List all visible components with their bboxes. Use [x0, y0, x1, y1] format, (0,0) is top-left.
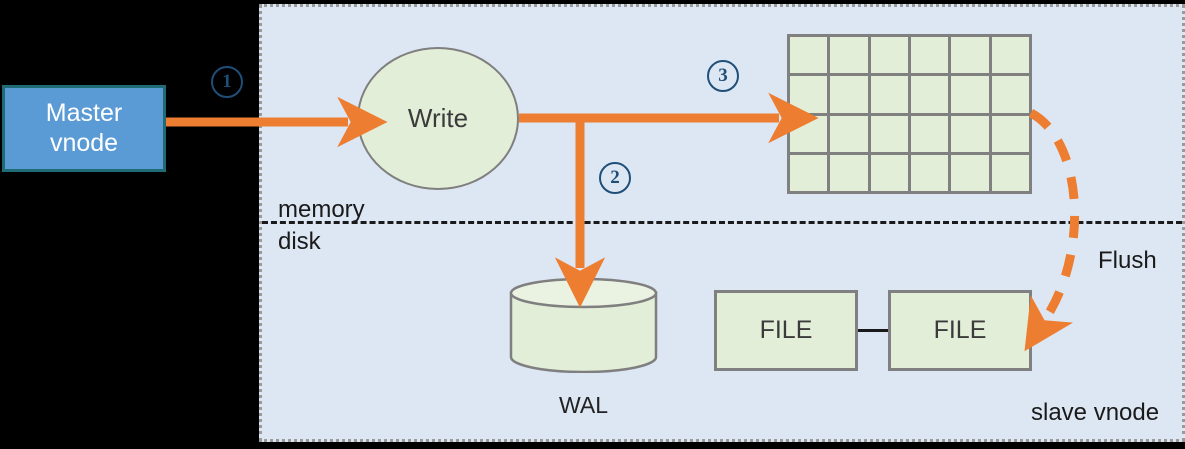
memtable-cell — [790, 115, 831, 155]
memtable-cell — [830, 37, 871, 77]
disk-label: disk — [278, 228, 321, 255]
step-number-1-label: 1 — [222, 71, 232, 92]
memtable-cell — [951, 37, 992, 77]
step-number-3-label: 3 — [718, 65, 728, 86]
memory-label: memory — [278, 196, 365, 223]
memtable-cell — [910, 154, 952, 194]
memtable-cell — [951, 115, 992, 155]
step-number-2-label: 2 — [610, 167, 620, 188]
memtable-cell — [991, 154, 1032, 194]
memtable-cell — [870, 154, 911, 194]
memtable-cell — [910, 37, 952, 77]
write-node-label: Write — [407, 103, 469, 133]
memtable-cell — [991, 115, 1032, 155]
memtable-cell — [830, 154, 871, 194]
wal-caption: WAL — [559, 392, 608, 418]
memtable-cell — [830, 115, 871, 155]
master-vnode-label-line1: Master — [45, 99, 123, 127]
memtable-cell — [870, 37, 911, 77]
memtable-cell — [991, 76, 1032, 116]
memtable-cell — [951, 76, 992, 116]
file-box-2-label: FILE — [933, 316, 987, 344]
wal-cylinder[interactable] — [509, 277, 658, 374]
memtable-cell — [910, 76, 952, 116]
step-number-1: 1 — [211, 66, 243, 98]
slave-vnode-label: slave vnode — [1031, 399, 1160, 426]
file-connector-line — [857, 329, 889, 332]
memtable-cell — [790, 76, 831, 116]
file-box-2[interactable]: FILE — [888, 290, 1032, 371]
memtable-cell — [790, 154, 831, 194]
memtable-cell — [790, 37, 831, 77]
step-number-2: 2 — [599, 162, 631, 194]
wal-cylinder-shape — [509, 277, 658, 374]
memtable-cell — [870, 76, 911, 116]
memtable-cell — [870, 115, 911, 155]
file-box-1[interactable]: FILE — [714, 290, 858, 371]
file-box-1-label: FILE — [759, 316, 813, 344]
memtable-grid — [787, 34, 1032, 194]
write-node[interactable]: Write — [357, 47, 519, 190]
step-number-3: 3 — [707, 60, 739, 92]
memory-disk-divider — [262, 221, 1182, 224]
memtable-cell — [830, 76, 871, 116]
flush-label: Flush — [1098, 247, 1157, 274]
master-vnode-label-line2: vnode — [49, 128, 119, 157]
memtable-cell — [991, 37, 1032, 77]
memtable-cell — [910, 115, 952, 155]
memtable-cell — [951, 154, 992, 194]
